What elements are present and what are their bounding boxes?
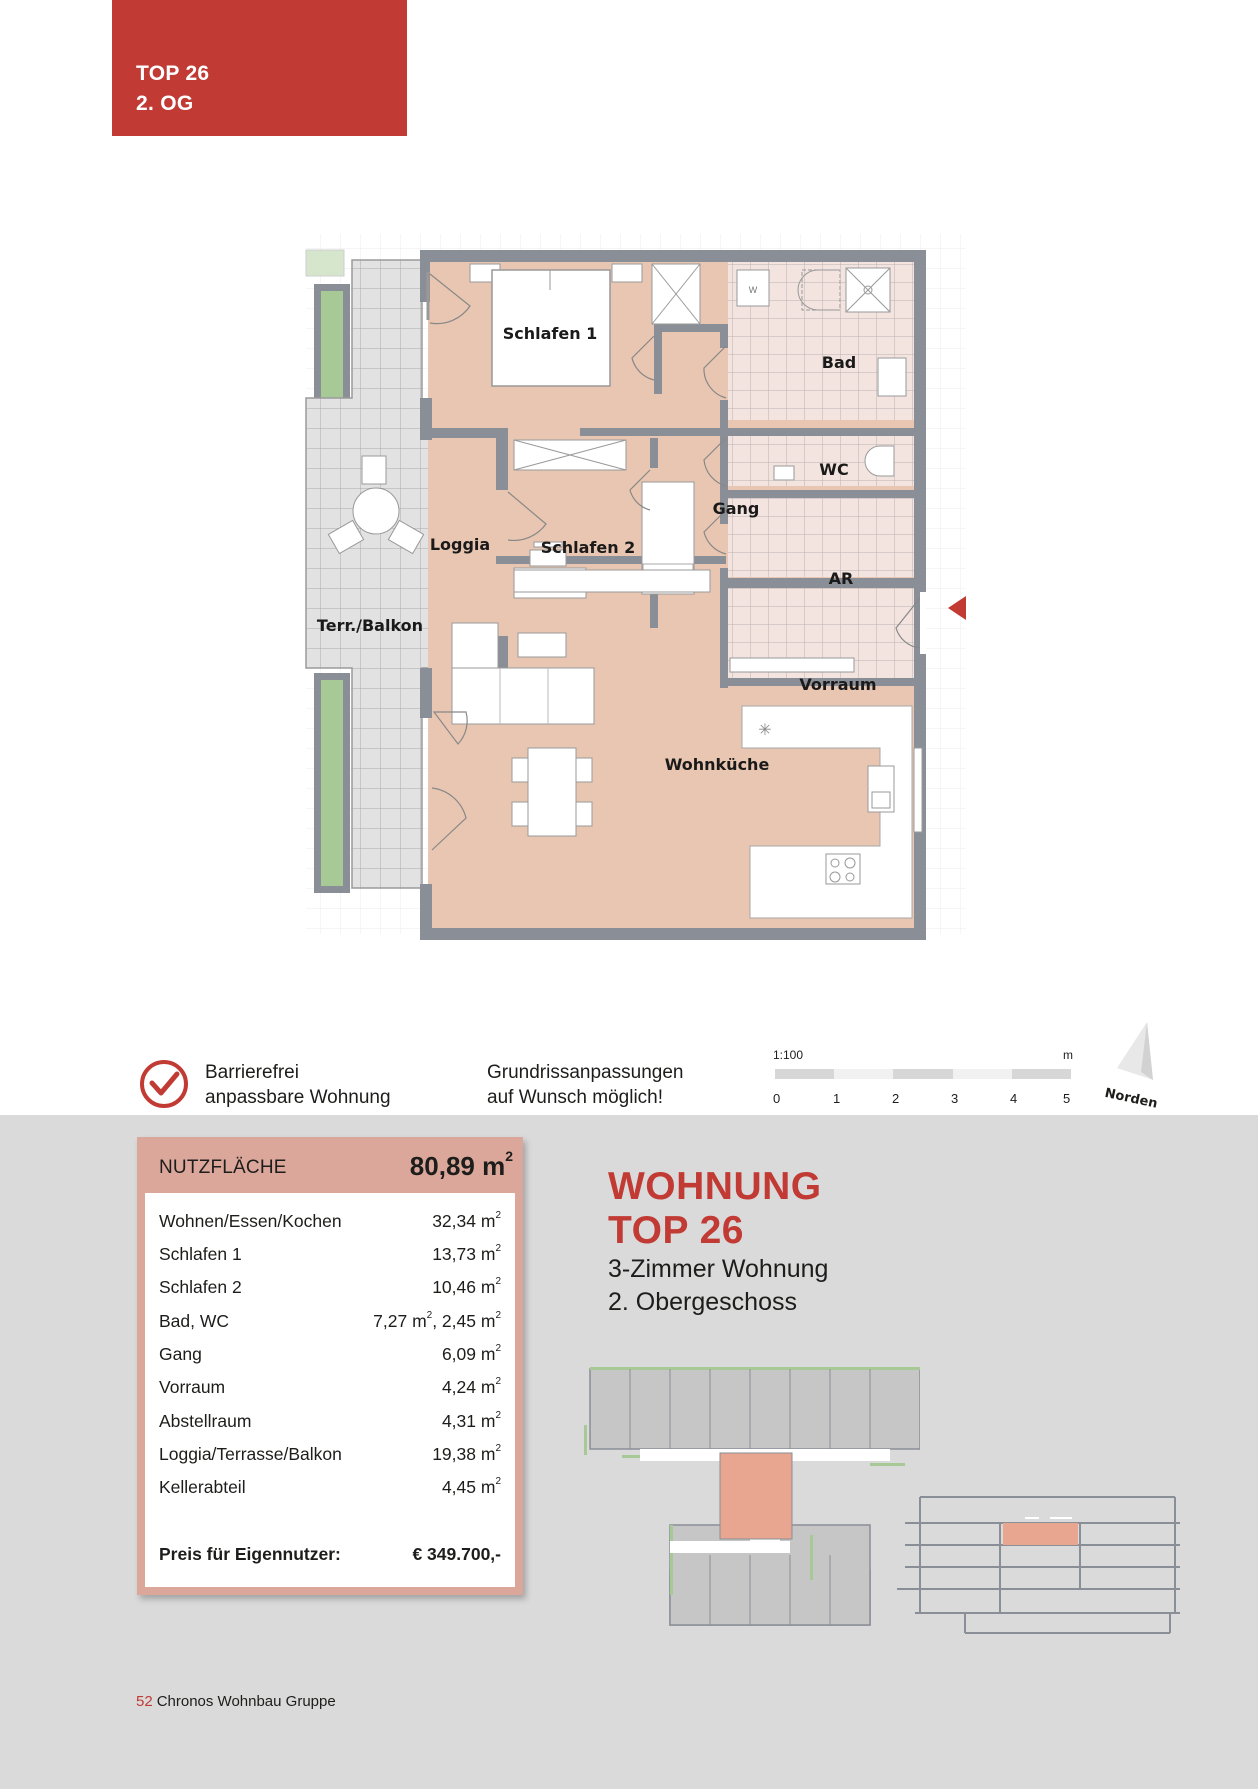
unit-tag: TOP 26 2. OG [112, 0, 407, 136]
key-plan [570, 1345, 921, 1630]
company-name: Chronos Wohnbau Gruppe [156, 1693, 336, 1710]
area-card: NUTZFLÄCHE 80,89 m2 Wohnen/Essen/Kochen … [137, 1137, 523, 1595]
area-row: Wohnen/Essen/Kochen 32,34 m2 [159, 1210, 501, 1231]
scale-ratio: 1:100 [773, 1048, 804, 1062]
title-block: WOHNUNG TOP 26 3-Zimmer Wohnung 2. Oberg… [608, 1165, 828, 1319]
room-label-loggia: Loggia [430, 535, 490, 554]
total-area-value: 80,89 m2 [409, 1148, 513, 1181]
scale-bar: 1:100 m 0 1 2 3 4 5 [773, 1045, 1073, 1115]
price-value: € 349.700,- [412, 1544, 501, 1564]
area-row: Kellerabteil 4,45 m2 [159, 1476, 501, 1497]
price-label: Preis für Eigennutzer: [159, 1544, 341, 1564]
area-row: Gang 6,09 m2 [159, 1343, 501, 1364]
area-row: Loggia/Terrasse/Balkon 19,38 m2 [159, 1443, 501, 1464]
area-row: Abstellraum 4,31 m2 [159, 1410, 501, 1431]
area-row: Bad, WC 7,27 m2, 2,45 m2 [159, 1310, 501, 1331]
floor-name: 2. Obergeschoss [608, 1288, 797, 1316]
room-label-gang: Gang [713, 499, 760, 518]
title-line-2: TOP 26 [608, 1209, 744, 1252]
room-label-wc: WC [819, 460, 848, 479]
customizable-feature: Grundrissanpassungen auf Wunsch möglich! [487, 1060, 683, 1110]
accessible-line-2: anpassbare Wohnung [205, 1087, 391, 1108]
unit-number: TOP 26 [136, 62, 210, 85]
washer-label: W [749, 285, 758, 295]
accessible-line-1: Barrierefrei [205, 1062, 299, 1083]
customizable-line-2: auf Wunsch möglich! [487, 1087, 664, 1108]
title-line-1: WOHNUNG [608, 1165, 822, 1208]
room-label-schlafen-2: Schlafen 2 [541, 538, 636, 557]
price-row: Preis für Eigennutzer: € 349.700,- [145, 1544, 515, 1572]
area-row: Vorraum 4,24 m2 [159, 1376, 501, 1397]
room-label-schlafen-1: Schlafen 1 [503, 324, 598, 343]
floor-label: 2. OG [136, 92, 194, 115]
page-number: 52 [136, 1693, 153, 1710]
area-card-header: NUTZFLÄCHE 80,89 m2 [137, 1137, 523, 1193]
room-label-bad: Bad [822, 353, 856, 372]
area-card-body: Wohnen/Essen/Kochen 32,34 m2 Schlafen 1 … [145, 1193, 515, 1587]
north-arrow-icon: Norden [1103, 1022, 1159, 1112]
area-row: Schlafen 2 10,46 m2 [159, 1276, 501, 1297]
floor-plan: ✳ Schlafen 1 Bad WC Gang Schlafen 2 Logg… [300, 228, 980, 948]
north-label: Norden [1103, 1086, 1159, 1110]
customizable-line-1: Grundrissanpassungen [487, 1062, 684, 1083]
area-row: Schlafen 1 13,73 m2 [159, 1243, 501, 1264]
room-label-vorraum: Vorraum [799, 675, 876, 694]
room-label-terrace: Terr./Balkon [317, 616, 423, 635]
scale-unit: m [1063, 1048, 1073, 1062]
north-arrow: Norden [1095, 1020, 1165, 1112]
svg-text:✳: ✳ [758, 722, 771, 739]
room-label-wohnkueche: Wohnküche [665, 755, 770, 774]
total-area-label: NUTZFLÄCHE [159, 1157, 287, 1178]
room-count: 3-Zimmer Wohnung [608, 1255, 829, 1283]
scale-segments [775, 1069, 1072, 1079]
check-circle-icon [140, 1060, 188, 1108]
room-label-ar: AR [829, 569, 854, 588]
building-section [895, 1485, 1185, 1635]
scale-ticks: 0 1 2 3 4 5 [773, 1091, 1071, 1106]
